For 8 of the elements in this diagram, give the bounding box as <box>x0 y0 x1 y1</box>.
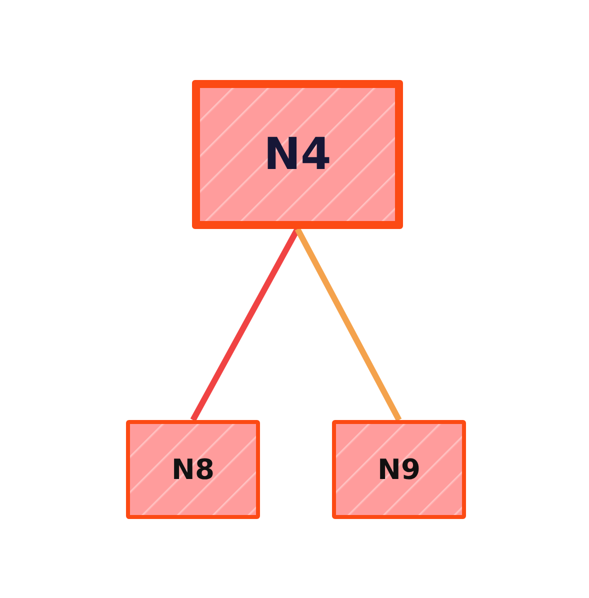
node-label: N8 <box>172 456 214 484</box>
process-box <box>332 420 466 519</box>
connector-line <box>190 228 300 422</box>
connector-line <box>294 228 402 422</box>
process-box <box>126 420 260 519</box>
node-label: N9 <box>378 456 420 484</box>
node-label: N4 <box>264 132 332 176</box>
process-box <box>192 80 403 229</box>
